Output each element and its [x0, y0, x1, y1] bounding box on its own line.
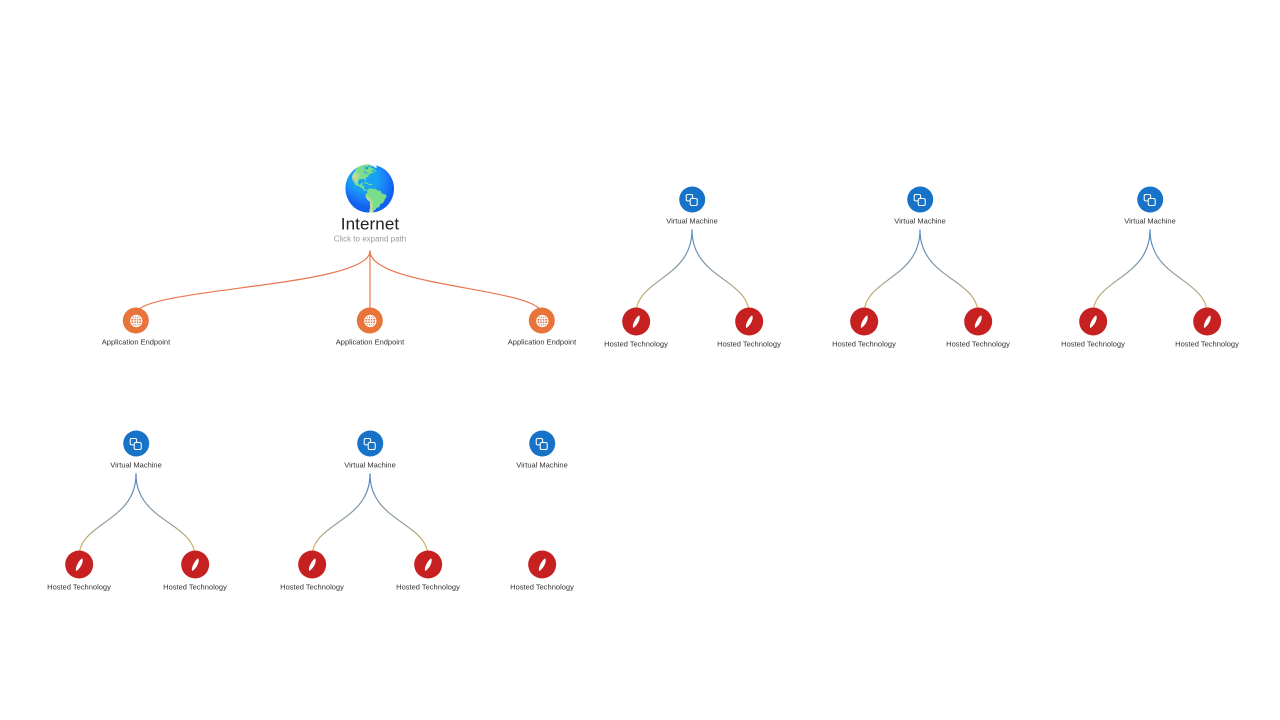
- globe-grid-icon: [363, 314, 377, 327]
- virtual-machine-disc[interactable]: [907, 186, 933, 213]
- node-hosted-technology[interactable]: Hosted Technology: [1175, 307, 1239, 349]
- node-virtual-machine[interactable]: Virtual Machine: [344, 430, 396, 470]
- node-label: Application Endpoint: [335, 337, 405, 347]
- node-label: Hosted Technology: [1175, 339, 1239, 349]
- node-label: Virtual Machine: [894, 216, 946, 226]
- edge-virtual-machine-to-hosted-technology: [863, 229, 921, 315]
- hosted-technology-disc[interactable]: [850, 307, 878, 336]
- hosted-technology-disc[interactable]: [735, 307, 763, 336]
- virtual-machine-icon: [1143, 193, 1157, 206]
- node-label: Hosted Technology: [396, 582, 460, 592]
- node-sublabel[interactable]: Click to expand path: [333, 234, 407, 244]
- hosted-technology-disc[interactable]: [414, 550, 442, 579]
- hosted-technology-icon: [745, 315, 753, 328]
- node-label: Hosted Technology: [717, 339, 781, 349]
- node-label: Internet: [340, 214, 400, 234]
- node-hosted-technology[interactable]: Hosted Technology: [717, 307, 781, 349]
- hosted-technology-disc[interactable]: [181, 550, 209, 579]
- hosted-technology-disc[interactable]: [622, 307, 650, 336]
- hosted-technology-icon: [860, 315, 868, 328]
- node-application-endpoint[interactable]: Application Endpoint: [507, 307, 577, 347]
- node-hosted-technology[interactable]: Hosted Technology: [280, 550, 344, 592]
- node-label: Virtual Machine: [344, 460, 396, 470]
- edge-virtual-machine-to-hosted-technology: [691, 229, 750, 315]
- edge-virtual-machine-to-hosted-technology: [1092, 229, 1151, 315]
- globe-emoji: 🌎: [342, 164, 398, 214]
- node-label: Application Endpoint: [101, 337, 171, 347]
- node-label: Hosted Technology: [163, 582, 227, 592]
- node-label: Virtual Machine: [1124, 216, 1176, 226]
- node-application-endpoint[interactable]: Application Endpoint: [101, 307, 171, 347]
- edge-internet-to-application-endpoint: [369, 250, 543, 315]
- node-hosted-technology[interactable]: Hosted Technology: [832, 307, 896, 349]
- virtual-machine-disc[interactable]: [123, 430, 149, 457]
- virtual-machine-disc[interactable]: [529, 430, 555, 457]
- edge-virtual-machine-to-hosted-technology: [1149, 229, 1208, 315]
- hosted-technology-icon: [75, 558, 83, 571]
- virtual-machine-icon: [535, 437, 549, 450]
- globe-grid-icon: [535, 314, 549, 327]
- virtual-machine-disc[interactable]: [357, 430, 383, 457]
- edge-virtual-machine-to-hosted-technology: [311, 473, 371, 558]
- application-endpoint-disc[interactable]: [122, 307, 149, 334]
- hosted-technology-icon: [538, 558, 546, 571]
- edge-virtual-machine-to-hosted-technology: [78, 473, 137, 558]
- hosted-technology-disc[interactable]: [65, 550, 93, 579]
- edge-virtual-machine-to-hosted-technology: [135, 473, 196, 558]
- node-label: Hosted Technology: [280, 582, 344, 592]
- node-hosted-technology[interactable]: Hosted Technology: [1061, 307, 1125, 349]
- node-label: Virtual Machine: [666, 216, 718, 226]
- hosted-technology-disc[interactable]: [1193, 307, 1221, 336]
- virtual-machine-icon: [363, 437, 377, 450]
- virtual-machine-icon: [913, 193, 927, 206]
- node-label: Hosted Technology: [832, 339, 896, 349]
- hosted-technology-disc[interactable]: [1079, 307, 1107, 336]
- hosted-technology-icon: [1203, 315, 1211, 328]
- node-hosted-technology[interactable]: Hosted Technology: [604, 307, 668, 349]
- hosted-technology-disc[interactable]: [298, 550, 326, 579]
- node-virtual-machine[interactable]: Virtual Machine: [894, 186, 946, 226]
- virtual-machine-icon: [129, 437, 143, 450]
- virtual-machine-disc[interactable]: [679, 186, 705, 213]
- virtual-machine-disc[interactable]: [1137, 186, 1163, 213]
- hosted-technology-icon: [1089, 315, 1097, 328]
- node-label: Application Endpoint: [507, 337, 577, 347]
- node-label: Hosted Technology: [1061, 339, 1125, 349]
- internet-disc[interactable]: 🌎: [343, 166, 398, 213]
- hosted-technology-icon: [191, 558, 199, 571]
- hosted-technology-disc[interactable]: [528, 550, 556, 579]
- node-label: Virtual Machine: [516, 460, 568, 470]
- node-hosted-technology[interactable]: Hosted Technology: [163, 550, 227, 592]
- application-endpoint-disc[interactable]: [356, 307, 383, 334]
- application-endpoint-disc[interactable]: [528, 307, 555, 334]
- hosted-technology-icon: [632, 315, 640, 328]
- node-hosted-technology[interactable]: Hosted Technology: [510, 550, 574, 592]
- hosted-technology-icon: [308, 558, 316, 571]
- node-hosted-technology[interactable]: Hosted Technology: [396, 550, 460, 592]
- hosted-technology-icon: [424, 558, 432, 571]
- node-virtual-machine[interactable]: Virtual Machine: [666, 186, 718, 226]
- node-label: Hosted Technology: [946, 339, 1010, 349]
- node-hosted-technology[interactable]: Hosted Technology: [946, 307, 1010, 349]
- hosted-technology-disc[interactable]: [964, 307, 992, 336]
- virtual-machine-icon: [685, 193, 699, 206]
- hosted-technology-icon: [974, 315, 982, 328]
- node-virtual-machine[interactable]: Virtual Machine: [516, 430, 568, 470]
- edge-virtual-machine-to-hosted-technology: [635, 229, 693, 315]
- globe-grid-icon: [129, 314, 143, 327]
- edge-virtual-machine-to-hosted-technology: [369, 473, 429, 558]
- edge-internet-to-application-endpoint: [135, 250, 371, 315]
- node-virtual-machine[interactable]: Virtual Machine: [1124, 186, 1176, 226]
- edge-virtual-machine-to-hosted-technology: [919, 229, 979, 315]
- node-hosted-technology[interactable]: Hosted Technology: [47, 550, 111, 592]
- node-label: Hosted Technology: [47, 582, 111, 592]
- node-label: Virtual Machine: [110, 460, 162, 470]
- node-label: Hosted Technology: [604, 339, 668, 349]
- node-application-endpoint[interactable]: Application Endpoint: [335, 307, 405, 347]
- node-virtual-machine[interactable]: Virtual Machine: [110, 430, 162, 470]
- node-label: Hosted Technology: [510, 582, 574, 592]
